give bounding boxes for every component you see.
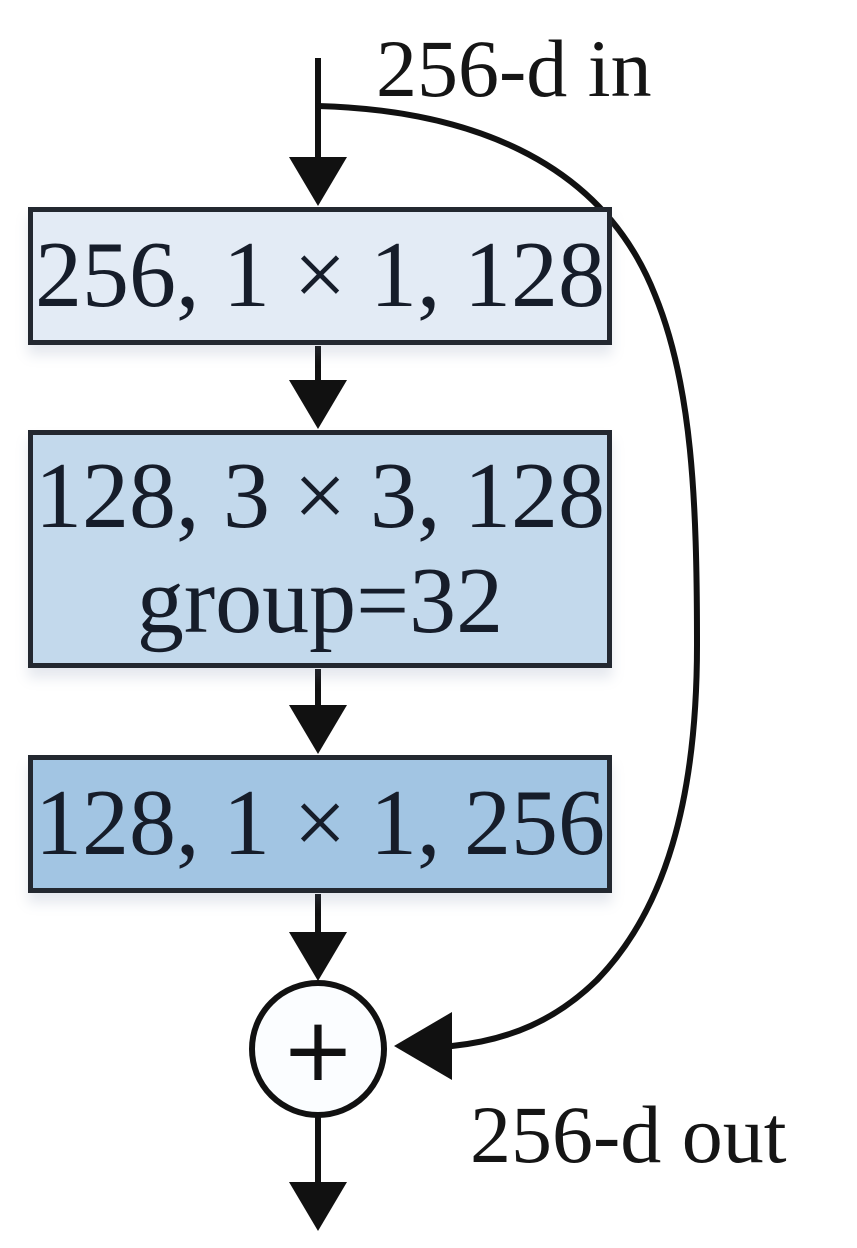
conv-layer-3x3-grouped: 128, 3 × 3, 128 group=32 — [28, 430, 612, 668]
input-dimension-label: 256-d in — [376, 23, 652, 114]
down-arrow-3-icon — [289, 894, 347, 981]
conv-layer-3-label: 128, 1 × 1, 256 — [34, 771, 605, 876]
down-arrow-input-icon — [289, 58, 347, 206]
conv-layer-2-group-label: group=32 — [136, 549, 504, 653]
down-arrow-output-icon — [289, 1116, 347, 1231]
down-arrow-2-icon — [289, 669, 347, 754]
sum-plus-symbol: + — [281, 997, 355, 1101]
skip-arrowhead-icon — [394, 1012, 452, 1080]
skip-connection-curve — [315, 103, 701, 1080]
sum-circle — [249, 980, 387, 1118]
output-dimension-label: 256-d out — [470, 1089, 787, 1180]
conv-layer-1x1-expand: 128, 1 × 1, 256 — [28, 755, 612, 893]
conv-layer-1x1-reduce: 256, 1 × 1, 128 — [28, 207, 612, 345]
down-arrow-1-icon — [289, 346, 347, 429]
conv-layer-1-label: 256, 1 × 1, 128 — [34, 223, 605, 328]
conv-layer-2-label: 128, 3 × 3, 128 — [34, 443, 605, 548]
